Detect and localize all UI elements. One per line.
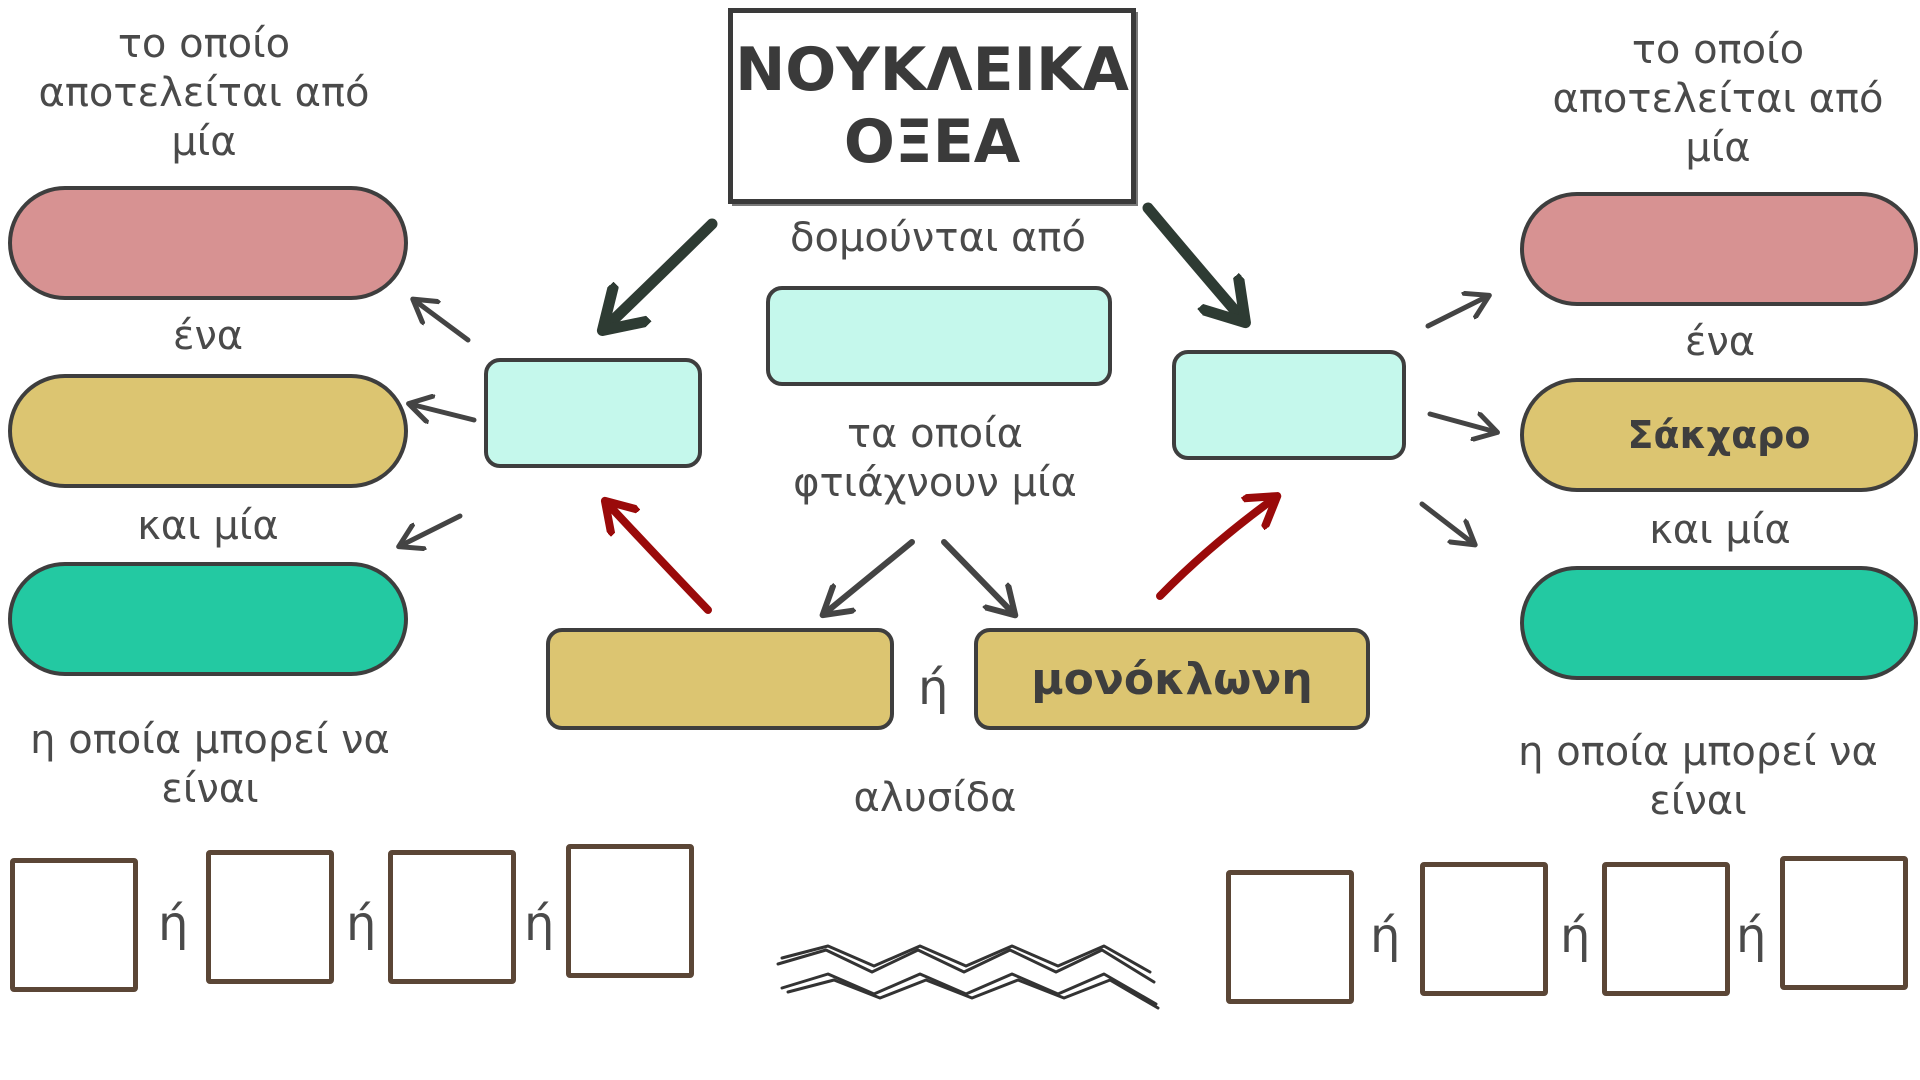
right-base-box-4[interactable] [1780,856,1908,990]
left-base-box-1[interactable] [10,858,138,992]
arrow-title-to-left [604,218,718,329]
right-one-label: ένα [1684,319,1756,365]
right-or-2: ή [1560,908,1591,964]
left-gold-pill[interactable] [8,374,408,488]
left-base-box-3[interactable] [388,850,516,984]
right-gold-pill[interactable]: Σάκχαρο [1520,378,1918,492]
right-or-3: ή [1736,908,1767,964]
right-pink-pill[interactable] [1520,192,1918,306]
left-may-be-label: η οποία μπορεί να είναι [30,717,390,812]
arrow-left-to-gold [410,404,477,420]
right-mint-box[interactable] [1172,350,1406,460]
arrow-right-to-gold [1427,411,1496,432]
arrow-right-strand-up [1156,497,1276,600]
arrow-center-down-right [941,539,1014,614]
arrow-right-to-teal [1419,501,1474,544]
right-heading: το οποίο αποτελείται από μία [1552,27,1884,171]
left-one-label: ένα [172,313,244,359]
arrow-right-to-pink [1425,296,1488,329]
right-base-box-3[interactable] [1602,862,1730,996]
arrow-left-to-teal [400,513,463,546]
left-pink-pill[interactable] [8,186,408,300]
right-or-1: ή [1370,908,1401,964]
right-and-one-label: και μία [1649,507,1791,553]
arrow-title-to-right [1142,202,1244,321]
strand-box-left[interactable] [546,628,894,730]
left-or-1: ή [158,896,189,952]
or-center: ή [918,660,949,716]
left-or-3: ή [524,896,555,952]
left-base-box-4[interactable] [566,844,694,978]
right-may-be-label: η οποία μπορεί να είναι [1518,729,1878,824]
left-or-2: ή [346,896,377,952]
center-input-box[interactable] [766,286,1112,386]
chain-label: αλυσίδα [853,775,1017,821]
right-teal-pill[interactable] [1520,566,1918,680]
left-teal-pill[interactable] [8,562,408,676]
zigzag-chain-icon [776,944,1160,1010]
arrow-center-down-left [824,539,915,614]
strand-right-label: μονόκλωνη [1031,653,1313,705]
left-heading: το οποίο αποτελείται από μία [38,21,370,165]
which-make-label: τα οποία φτιάχνουν μία [793,411,1077,506]
arrow-left-to-pink [414,300,471,343]
left-and-one-label: και μία [137,503,279,549]
title: ΝΟΥΚΛΕΙΚΑ ΟΞΕΑ [735,35,1129,177]
right-base-box-2[interactable] [1420,862,1548,996]
sugar-label: Σάκχαρο [1627,413,1811,457]
built-from-label: δομούνται από [790,215,1086,261]
right-base-box-1[interactable] [1226,870,1354,1004]
left-mint-box[interactable] [484,358,702,468]
left-base-box-2[interactable] [206,850,334,984]
title-box: ΝΟΥΚΛΕΙΚΑ ΟΞΕΑ [728,8,1136,204]
arrow-left-strand-up [606,502,712,614]
strand-box-right[interactable]: μονόκλωνη [974,628,1370,730]
